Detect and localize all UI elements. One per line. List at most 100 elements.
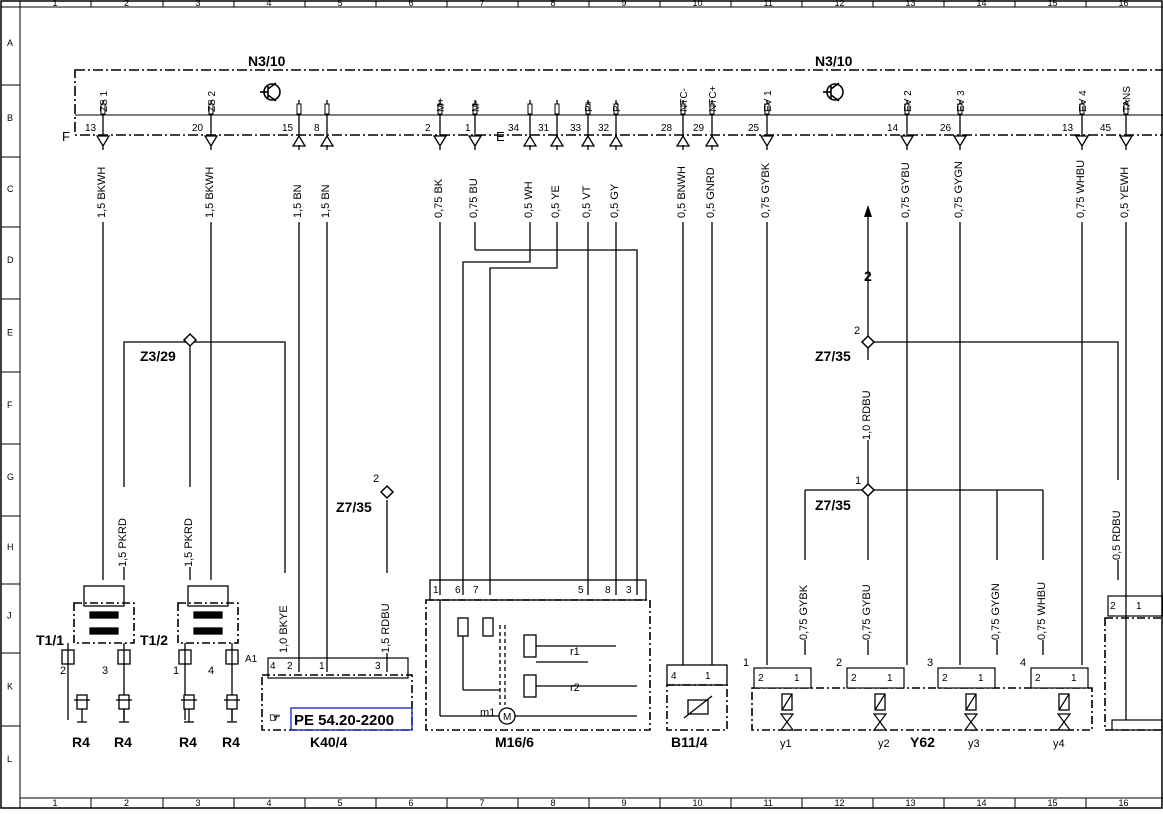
coil-pin-number: 3 <box>102 665 108 677</box>
transistor-icon <box>260 82 281 102</box>
connector-pin-name: M+ <box>436 98 447 112</box>
injector-label-y4: y4 <box>1053 738 1065 750</box>
grid-column-label: 15 <box>1048 798 1058 808</box>
grid-column-label: 3 <box>196 0 201 8</box>
wire-label: 0,5 VT <box>581 185 593 218</box>
wire-label: 0,5 GNRD <box>705 167 717 218</box>
sensor-pin-number: 1 <box>705 671 711 682</box>
splice-z7-35-top: 2 Z7/35 <box>815 325 876 364</box>
partial-component-right <box>1104 595 1163 731</box>
connector-pin-number: 14 <box>887 123 899 134</box>
wire-label: 1,5 BKWH <box>96 167 108 218</box>
connector-pin-number: 33 <box>570 123 582 134</box>
wire-label: 0,75 GYBK <box>760 162 772 218</box>
connector-pin-name: NTC+ <box>708 85 719 112</box>
wire-label: 0,75 BU <box>468 178 480 218</box>
relay-pin-number: 3 <box>375 661 381 672</box>
relay-pin-number: 1 <box>319 661 325 672</box>
grid-row-label: K <box>7 682 13 692</box>
grid-column-label: 1 <box>53 0 58 8</box>
connector-pin-name: NTC- <box>679 88 690 112</box>
connector-pin-name: ZS 2 <box>207 90 218 112</box>
actuator-pin-number: 6 <box>455 585 461 596</box>
relay-label-k40-4: K40/4 <box>310 734 348 750</box>
injector-group-y62 <box>751 687 1093 731</box>
wire-label: 1,5 PKRD <box>183 518 195 567</box>
actuator-pin-number: 5 <box>578 585 584 596</box>
connector-label-left: N3/10 <box>248 53 286 69</box>
grid-column-label: 5 <box>338 798 343 808</box>
splice-label-z7-35: Z7/35 <box>815 497 851 513</box>
wire-label: 1,0 BKYE <box>278 605 290 653</box>
injector-label-y3: y3 <box>968 738 980 750</box>
grid-row-label: A <box>7 38 13 48</box>
grid-column-label: 2 <box>124 798 129 808</box>
wire-label: 0,5 YEWH <box>1119 167 1131 218</box>
coil-pin-number: 1 <box>173 665 179 677</box>
actuator-label-m16-6: M16/6 <box>495 734 534 750</box>
grid-column-label: 7 <box>480 798 485 808</box>
grid-row-label: F <box>7 400 13 410</box>
spark-plug-label-r4: R4 <box>179 734 197 750</box>
injector-group-number: 3 <box>927 657 933 669</box>
grid-column-label: 14 <box>977 0 987 8</box>
splice-pin-number: 2 <box>854 325 860 337</box>
connector-pin-number: 32 <box>598 123 610 134</box>
injector-pin-number: 1 <box>1071 673 1077 684</box>
connector-pin-name: EV 4 <box>1078 90 1089 112</box>
motor-icon: M <box>503 712 511 723</box>
connector-pin-number: 34 <box>508 123 520 134</box>
connector-label-right: N3/10 <box>815 53 853 69</box>
splice-pin-number: 1 <box>855 475 861 487</box>
injector-group-label-y62: Y62 <box>910 734 935 750</box>
actuator-pin-number: 7 <box>473 585 479 596</box>
grid-column-label: 11 <box>764 798 773 808</box>
grid-column-label: 9 <box>622 798 627 808</box>
grid-row-label: G <box>7 472 14 482</box>
grid-column-label: 15 <box>1048 0 1058 8</box>
grid-column-label: 10 <box>693 798 703 808</box>
grid-row-label: L <box>7 754 12 764</box>
pe-reference-link[interactable]: PE 54.20-2200 <box>294 712 394 729</box>
wire-label: 1,0 RDBU <box>861 390 873 440</box>
connector-a1-label: A1 <box>245 654 258 665</box>
grid-column-label: 14 <box>977 798 987 808</box>
grid-column-label: 16 <box>1119 0 1129 8</box>
grid-row-label: C <box>7 184 14 194</box>
splice-label-z7-35: Z7/35 <box>815 348 851 364</box>
grid-column-label: 13 <box>906 0 916 8</box>
pointing-hand-icon: ☞ <box>269 710 281 725</box>
spark-plug-label-r4: R4 <box>72 734 90 750</box>
grid-column-label: 6 <box>409 0 414 8</box>
wire-label: 0,75 GYBU <box>861 584 873 640</box>
grid-row-label: B <box>7 113 13 123</box>
connector-pin-name: M- <box>471 100 482 112</box>
wire-label: 0,75 GYBK <box>798 584 810 640</box>
grid-column-label: 12 <box>835 0 845 8</box>
temperature-sensor-b11-4 <box>666 664 728 731</box>
potentiometer-label-r2: r2 <box>570 682 580 694</box>
connector-pin-name: TANS <box>1122 86 1133 112</box>
grid-column-label: 12 <box>835 798 845 808</box>
transistor-icon <box>823 82 844 102</box>
wire-label: 0,75 WHBU <box>1075 160 1087 218</box>
wire-label: 0,5 BNWH <box>676 166 688 218</box>
actuator-pin-number: 8 <box>605 585 611 596</box>
grid-column-label: 4 <box>267 0 272 8</box>
grid-column-label: 16 <box>1119 798 1129 808</box>
grid-column-label: 8 <box>551 798 556 808</box>
grid-column-label: 2 <box>124 0 129 8</box>
coil-pin-number: 2 <box>60 665 66 677</box>
grid-column-label: 5 <box>338 0 343 8</box>
injector-group-number: 2 <box>836 657 842 669</box>
wire-label: 0,5 RDBU <box>1111 510 1123 560</box>
grid-column-label: 10 <box>693 0 703 8</box>
wire-label: 0,75 GYBU <box>900 162 912 218</box>
grid-column-label: 7 <box>480 0 485 8</box>
actuator-pin-number: 3 <box>626 585 632 596</box>
grid-column-label: 13 <box>906 798 916 808</box>
